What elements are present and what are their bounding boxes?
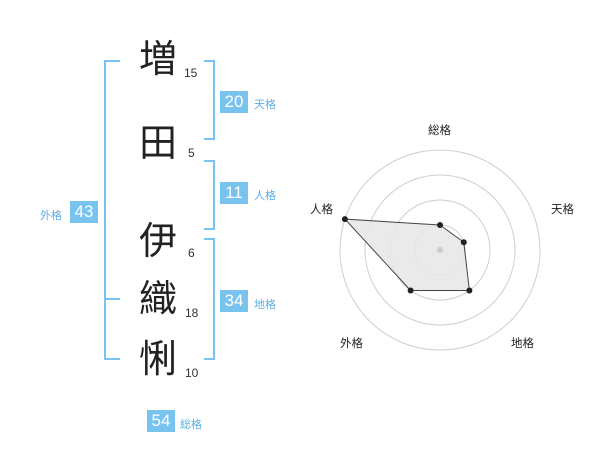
name-char-4: 織 [138,277,177,321]
stroke-count-2: 5 [188,146,195,160]
gaikaku-label: 外格 [40,209,62,222]
jinkaku-bracket-vertical [213,160,215,230]
soukaku-label: 総格 [180,418,202,431]
jinkaku-label: 人格 [254,189,276,202]
jinkaku-value-box: 11 [220,182,248,204]
chikaku-value-box: 34 [220,290,248,312]
tenkaku-bracket-vertical [213,60,215,140]
name-char-2: 田 [138,121,177,165]
tenkaku-bracket-bottom [204,138,214,140]
name-char-3: 伊 [138,219,177,263]
radar-center-dot [437,247,443,253]
stroke-count-1: 15 [184,66,198,80]
radar-point-1 [460,239,467,246]
soukaku-value-box: 54 [147,410,175,432]
radar-point-3 [407,287,414,294]
stroke-count-5: 10 [185,366,199,380]
gaikaku-bracket-top [104,60,120,62]
radar-axis-label-chikaku: 地格 [511,336,534,350]
radar-point-0 [437,222,443,228]
gaikaku-value-box: 43 [70,201,98,223]
radar-axis-label-jinkaku: 人格 [310,202,333,216]
tenkaku-value-box: 20 [220,91,248,113]
stroke-count-3: 6 [188,246,195,260]
chikaku-bracket-vertical [213,238,215,360]
name-char-5: 悧 [138,337,177,381]
radar-ring-3 [364,174,516,326]
gaikaku-bracket-vertical [104,60,106,360]
chikaku-label: 地格 [254,298,276,311]
radar-axis-label-tenkaku: 天格 [551,202,574,216]
jinkaku-bracket-top [204,160,214,162]
radar-ring-4 [339,149,541,351]
radar-axis-label-soukaku: 総格 [428,123,451,137]
radar-point-4 [341,216,348,223]
gaikaku-bracket-middle [104,298,120,300]
tenkaku-bracket-top [204,60,214,62]
tenkaku-label: 天格 [254,98,276,111]
radar-point-2 [466,287,473,294]
name-char-1: 増 [138,37,177,81]
chikaku-bracket-bottom [204,358,214,360]
chikaku-bracket-top [204,238,214,240]
gaikaku-bracket-bottom [104,358,120,360]
radar-area [343,218,470,291]
jinkaku-bracket-bottom [204,228,214,230]
radar-axis-label-gaikaku: 外格 [340,336,363,350]
stroke-count-4: 18 [185,306,199,320]
